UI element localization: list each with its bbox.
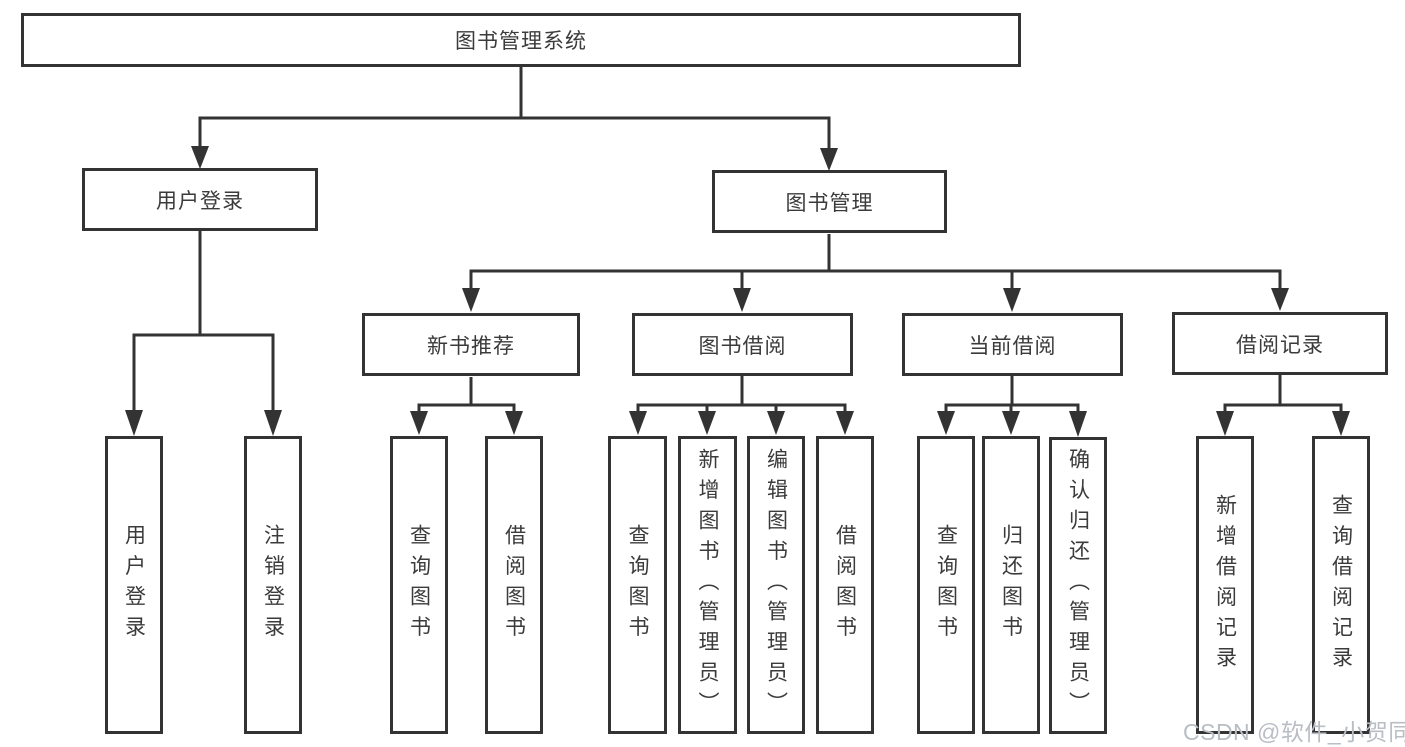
leaf-query-borrow-record: 查询借阅记录 — [1312, 436, 1370, 734]
connector-current-borrow-children — [937, 376, 1087, 437]
csdn-watermark: CSDN @软件_小贺同学 — [1183, 719, 1405, 745]
node-label: 借阅记录 — [1236, 333, 1324, 357]
leaf-query-books-recommend: 查询图书 — [390, 436, 448, 734]
node-label: 用户登录 — [122, 524, 146, 646]
node-book-mgmt: 图书管理 — [712, 170, 947, 233]
node-label: 图书管理 — [785, 191, 874, 215]
leaf-logout: 注销登录 — [244, 436, 302, 734]
node-label: 查询借阅记录 — [1329, 493, 1353, 677]
node-label: 借阅图书 — [833, 524, 857, 646]
node-label: 用户登录 — [156, 189, 244, 213]
leaf-query-books-borrow: 查询图书 — [608, 436, 667, 734]
leaf-borrow-books-recommend: 借阅图书 — [485, 436, 543, 734]
node-label: 借阅图书 — [502, 524, 526, 646]
node-label: 查询图书 — [626, 524, 649, 646]
leaf-return-books: 归还图书 — [982, 436, 1040, 734]
node-label: 编辑图书（管理员） — [764, 447, 788, 723]
node-label: 新增图书（管理员） — [696, 447, 719, 723]
node-label: 新书推荐 — [427, 334, 515, 358]
leaf-confirm-return-admin: 确认归还（管理员） — [1049, 437, 1107, 734]
node-current-borrow: 当前借阅 — [902, 313, 1123, 376]
node-book-borrow: 图书借阅 — [632, 313, 853, 376]
connector-book-borrow-children — [629, 376, 854, 435]
leaf-add-borrow-record: 新增借阅记录 — [1196, 436, 1254, 734]
node-label: 查询图书 — [934, 524, 958, 646]
leaf-add-books-admin: 新增图书（管理员） — [678, 436, 737, 734]
node-label: 新增借阅记录 — [1213, 493, 1237, 677]
node-borrow-records: 借阅记录 — [1172, 312, 1388, 375]
leaf-user-login: 用户登录 — [105, 436, 163, 734]
connector-root-to-level2 — [191, 67, 838, 171]
connector-book-mgmt-to-level3 — [462, 234, 1289, 312]
node-label: 图书管理系统 — [455, 30, 587, 53]
leaf-edit-books-admin: 编辑图书（管理员） — [747, 436, 805, 734]
connector-user-login-children — [125, 231, 282, 436]
node-library-system: 图书管理系统 — [21, 13, 1021, 67]
leaf-borrow-books: 借阅图书 — [816, 436, 874, 734]
node-user-login: 用户登录 — [82, 168, 318, 231]
node-label: 归还图书 — [999, 524, 1023, 646]
leaf-query-books-current: 查询图书 — [917, 436, 975, 734]
node-label: 确认归还（管理员） — [1066, 448, 1090, 723]
connector-borrow-records-children — [1216, 375, 1350, 436]
node-label: 注销登录 — [261, 524, 285, 646]
node-label: 当前借阅 — [968, 334, 1057, 358]
node-new-book-recommend: 新书推荐 — [362, 313, 580, 376]
node-label: 查询图书 — [407, 524, 431, 646]
node-label: 图书借阅 — [698, 334, 787, 358]
connector-new-book-children — [410, 377, 523, 435]
